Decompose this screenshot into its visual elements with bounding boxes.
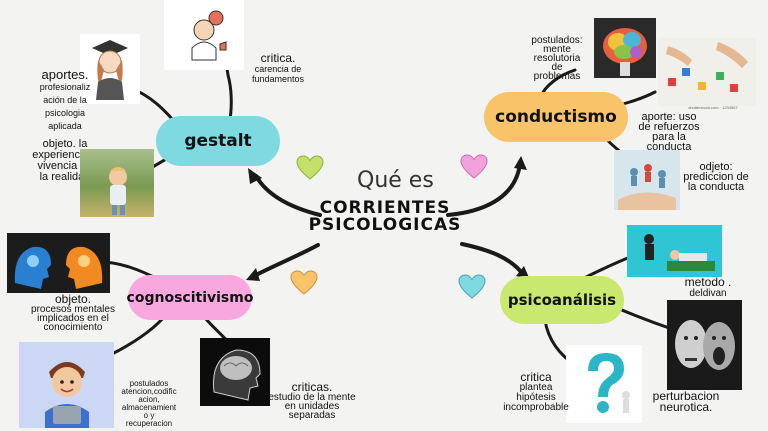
- text-line: incomprobable: [503, 402, 569, 413]
- text-line: objeto.: [54, 292, 92, 306]
- text-line: criticas.: [291, 380, 333, 394]
- text-line: acion,: [138, 395, 160, 404]
- title-line-1: CORRIENTES: [319, 198, 451, 218]
- text-line: implicados en el: [37, 313, 109, 324]
- text-line: para la: [652, 131, 686, 143]
- therapy-session-image: [627, 225, 722, 277]
- psicoanalisis-perturbacion: perturbacion neurotica.: [642, 389, 730, 414]
- text-line: de: [551, 62, 563, 73]
- heart-icon: [296, 155, 324, 180]
- text-line: critica: [520, 370, 552, 384]
- center-question: Qué es: [357, 168, 434, 193]
- text-line: recuperacion: [125, 419, 173, 428]
- cognoscitivismo-criticas: criticas. estudio de la mente en unidade…: [262, 380, 362, 421]
- text-line: postulados: [129, 379, 169, 388]
- text-line: separadas: [288, 410, 336, 421]
- text-line: conducta: [646, 141, 692, 153]
- text-line: carencia de: [254, 64, 302, 74]
- text-line: plantea: [519, 382, 553, 393]
- xray-brain-image: [200, 338, 270, 406]
- text-line: o y: [143, 411, 155, 420]
- text-line: deldivan: [689, 288, 727, 299]
- text-line: vivencia de: [37, 160, 93, 172]
- text-line: fundamentos: [251, 74, 305, 84]
- conductismo-objeto: odjeto: prediccion de la conducta: [680, 161, 752, 193]
- text-line: atencion,codific: [121, 387, 177, 396]
- text-line: almacenamient: [121, 403, 177, 412]
- conductismo-aporte: aporte: uso de refuerzos para la conduct…: [630, 111, 708, 153]
- psicoanalisis-critica: critica plantea hipótesis incomprobable: [498, 371, 574, 413]
- text-line: ación de la: [43, 95, 87, 105]
- text-line: la conducta: [687, 181, 745, 193]
- text-line: postulados:: [531, 35, 583, 46]
- text-line: critica.: [260, 51, 296, 65]
- text-line: procesos mentales: [31, 304, 115, 315]
- colorful-brain-image: [594, 18, 656, 78]
- text-line: resolutoria: [533, 53, 581, 64]
- gestalt-critica: critica. carencia de fundamentos: [244, 52, 312, 84]
- text-line: objeto. la: [42, 138, 88, 150]
- text-line: aplicada: [48, 121, 82, 131]
- image-credit: shutterstock.com · 1234567: [688, 105, 738, 110]
- heart-icon: [290, 270, 318, 295]
- node-gestalt[interactable]: gestalt: [156, 116, 280, 166]
- boy-laptop-image: [19, 342, 114, 428]
- text-line: en unidades: [284, 401, 340, 412]
- text-line: mente: [543, 44, 571, 55]
- text-line: profesionaliz: [39, 82, 91, 92]
- boy-in-grass-image: [80, 149, 154, 217]
- text-line: problemas: [533, 71, 581, 82]
- text-line: odjeto:: [699, 161, 733, 173]
- doctor-image: [164, 0, 244, 70]
- screaming-faces-image: [667, 300, 742, 390]
- text-line: neurotica.: [659, 400, 713, 414]
- text-line: hipótesis: [516, 392, 556, 403]
- text-line: prediccion de: [683, 171, 749, 183]
- cognoscitivismo-postulados: postulados atencion,codific acion, almac…: [114, 380, 184, 428]
- figures-hands-image: [614, 150, 680, 210]
- text-line: perturbacion: [652, 389, 720, 403]
- text-line: metodo .: [684, 275, 732, 289]
- heart-icon: [460, 154, 488, 179]
- text-line: la realidad: [39, 171, 91, 183]
- psicoanalisis-metodo: metodo . deldivan: [680, 275, 736, 299]
- cognoscitivismo-objeto: objeto. procesos mentales implicados en …: [18, 292, 128, 333]
- text-line: conocimiento: [43, 322, 103, 333]
- text-line: de refuerzos: [638, 121, 700, 133]
- graduate-girl-image: [80, 34, 140, 104]
- node-psicoanalisis[interactable]: psicoanálisis: [500, 276, 624, 324]
- gestalt-objeto: objeto. la experiencia o vivencia de la …: [24, 139, 106, 183]
- gestalt-aportes: aportes. profesionaliz ación de la psico…: [30, 68, 100, 133]
- text-line: aportes.: [41, 67, 89, 82]
- question-mark-image: [566, 345, 642, 423]
- text-line: estudio de la mente: [268, 392, 356, 403]
- heads-connection-image: [7, 233, 110, 293]
- node-conductismo[interactable]: conductismo: [484, 92, 628, 142]
- conductismo-postulados: postulados: mente resolutoria de problem…: [524, 35, 590, 82]
- text-line: aporte: uso: [641, 111, 697, 123]
- hands-pieces-image: [658, 38, 756, 106]
- title-line-2: PSICOLOGICAS: [308, 215, 462, 235]
- node-cognoscitivismo[interactable]: cognoscitivismo: [127, 275, 253, 320]
- text-line: experiencia o: [32, 149, 98, 161]
- main-title: CORRIENTES PSICOLOGICAS: [300, 200, 470, 234]
- heart-icon: [458, 274, 486, 299]
- text-line: psicologia: [44, 108, 86, 118]
